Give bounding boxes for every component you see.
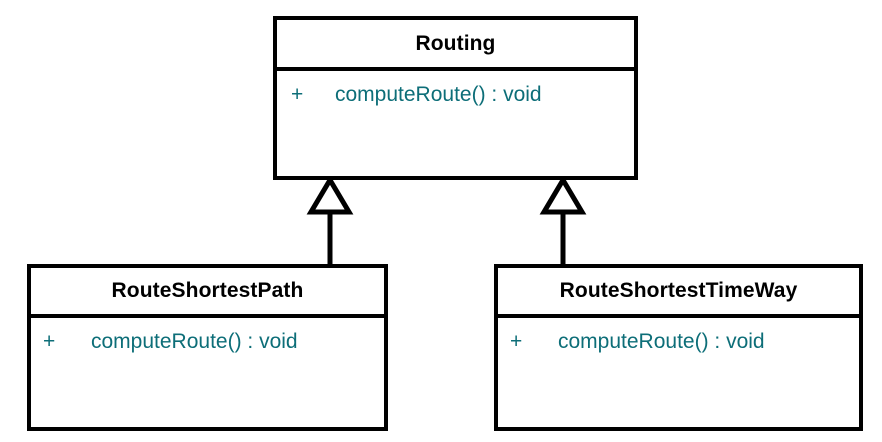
member-signature: computeRoute() : void — [91, 330, 298, 353]
class-members-routing: + computeRoute() : void — [277, 71, 634, 110]
class-member-row: + computeRoute() : void — [510, 327, 859, 357]
member-signature: computeRoute() : void — [558, 330, 765, 353]
member-visibility: + — [43, 330, 56, 353]
class-member-row: + computeRoute() : void — [291, 80, 634, 110]
class-box-routing[interactable]: Routing + computeRoute() : void — [273, 16, 638, 180]
member-visibility: + — [510, 330, 523, 353]
member-signature: computeRoute() : void — [335, 83, 542, 106]
class-member-row: + computeRoute() : void — [43, 327, 384, 357]
class-name-routing: Routing — [277, 20, 634, 71]
generalization-arrow-shortest-path — [306, 175, 354, 266]
class-box-route-shortest-path[interactable]: RouteShortestPath + computeRoute() : voi… — [27, 264, 388, 431]
class-members-route-shortest-time-way: + computeRoute() : void — [498, 318, 859, 357]
hollow-triangle-icon — [306, 175, 354, 215]
member-visibility: + — [291, 83, 304, 106]
class-name-route-shortest-path: RouteShortestPath — [31, 268, 384, 318]
generalization-arrow-shortest-time-way — [539, 175, 587, 266]
class-members-route-shortest-path: + computeRoute() : void — [31, 318, 384, 357]
class-name-route-shortest-time-way: RouteShortestTimeWay — [498, 268, 859, 318]
hollow-triangle-icon — [539, 175, 587, 215]
class-box-route-shortest-time-way[interactable]: RouteShortestTimeWay + computeRoute() : … — [494, 264, 863, 431]
